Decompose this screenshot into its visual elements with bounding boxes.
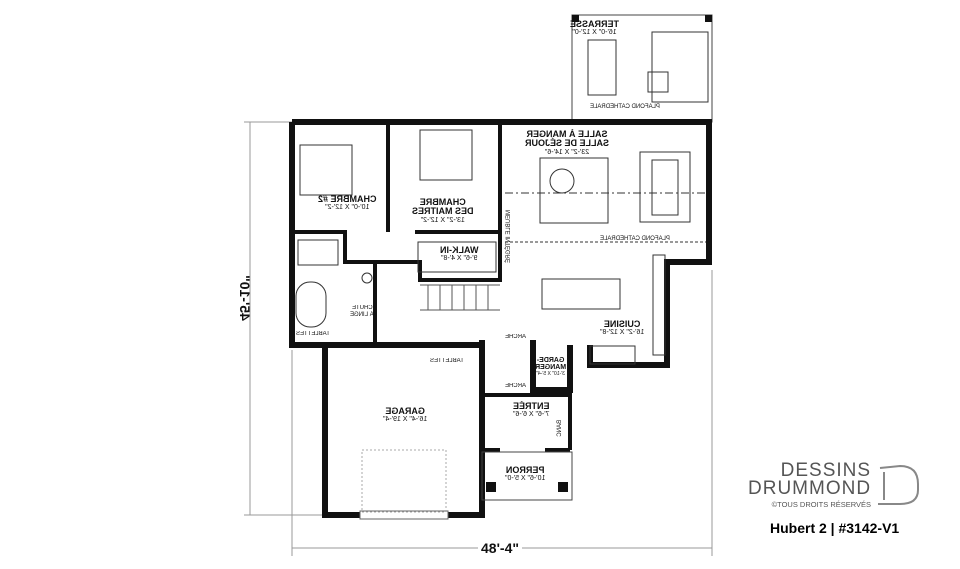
room-name: ENTRÉE: [513, 401, 550, 411]
logo-line-2: DRUMMOND: [748, 478, 872, 499]
logo-line-1: DESSINS: [780, 460, 872, 481]
room-dims: 23'-2" X 14'-6": [544, 148, 590, 156]
note-tablettes-bath: TABLETTES: [296, 331, 330, 337]
interior-walls: [292, 122, 572, 452]
room-dims: 16'-0" X 12'-0": [572, 29, 617, 37]
room-dims: 13'-2" X 12'-2": [420, 216, 465, 224]
room-name: GARDE-: [536, 357, 565, 364]
logo: DESSINS DRUMMOND ©TOUS DROITS RÉSERVÉS: [748, 460, 872, 509]
note-plafond-terrasse: PLAFOND CATHÉDRALE: [590, 104, 660, 110]
logo-rights: ©TOUS DROITS RÉSERVÉS: [771, 500, 872, 509]
porch: [481, 451, 573, 501]
note-chute: CHUTE: [352, 305, 373, 311]
furniture: [295, 129, 706, 365]
dimension-lines: [244, 121, 713, 556]
room-name: DES MAITRES: [412, 206, 474, 217]
note-banc: BANC: [557, 420, 563, 437]
terrace-sofa: [651, 31, 709, 103]
note-tablettes-garage: TABLETTES: [430, 358, 464, 364]
garage-door: [359, 510, 449, 520]
room-dims: 3'-10" X 5'-4": [536, 370, 565, 377]
dimension-depth: 45'-10": [236, 275, 253, 321]
terrace-table: [587, 39, 617, 96]
room-dims: 16'-4" X 19'-4": [383, 416, 428, 424]
room-name: CUISINE: [603, 319, 641, 329]
note-plafond-sejour: PLAFOND CATHÉDRALE: [600, 236, 670, 242]
note-arche-1: ARCHE: [505, 334, 527, 340]
room-name: GARAGE: [385, 406, 425, 416]
room-name: TERRASSE: [570, 19, 620, 29]
note-chute-2: À LINGE: [350, 312, 374, 318]
room-name: SALLE DE SÉJOUR: [525, 138, 610, 149]
room-dims: 7'-6" X 6'-6": [513, 411, 550, 419]
room-name: CHAMBRE #2: [318, 194, 377, 204]
exterior-walls: [289, 119, 712, 518]
room-name: PERRON: [505, 465, 545, 475]
room-name: WALK-IN: [440, 245, 479, 255]
note-arche-2: ARCHE: [505, 383, 527, 389]
plan-id: Hubert 2 | #3142-V1: [770, 520, 900, 536]
note-meuble: MEUBLE INTÉGRÉ: [506, 210, 512, 264]
room-dims: 16'-2" X 12'-8": [600, 329, 645, 337]
room-dims: 10'-0" X 12'-2": [325, 204, 370, 212]
room-dims: 9'-6" X 4'-8": [441, 255, 478, 263]
room-dims: 10'-6" X 5'-0": [505, 475, 546, 483]
dimension-width: 48'-4": [478, 540, 522, 556]
